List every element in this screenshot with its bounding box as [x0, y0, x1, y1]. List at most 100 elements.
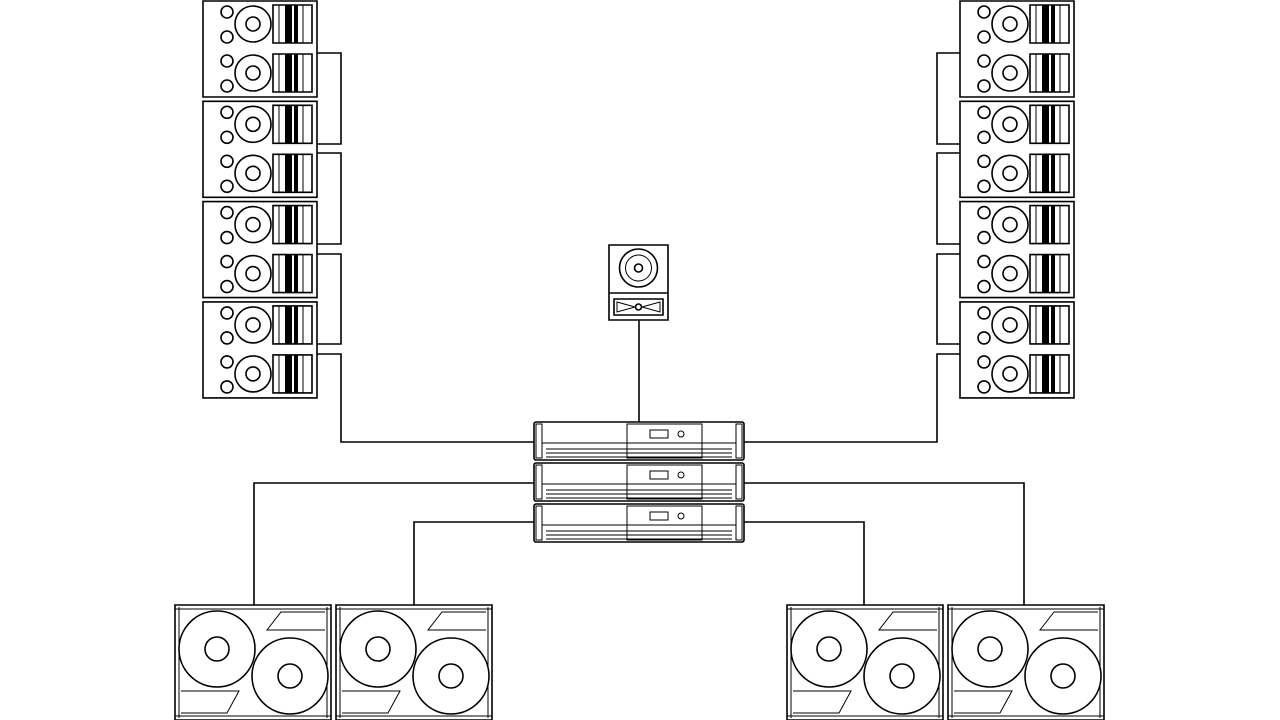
- small-driver-icon: [978, 180, 990, 192]
- small-driver-icon: [978, 356, 990, 368]
- sub-port-icon: [342, 691, 400, 713]
- sub-woofer-cap-icon: [978, 637, 1002, 661]
- horn-slot-icon: [1051, 105, 1055, 144]
- small-driver-icon: [221, 55, 233, 67]
- cable-11: [743, 483, 1024, 605]
- sub-woofer-cap-icon: [278, 664, 302, 688]
- sub-port-icon: [954, 691, 1012, 713]
- horn-slot-icon: [294, 205, 298, 244]
- horn-slot-icon: [294, 5, 298, 43]
- amp-chassis: [534, 463, 744, 501]
- center-woofer-ring-icon: [626, 255, 652, 281]
- small-driver-icon: [978, 55, 990, 67]
- horn-slot-icon: [1042, 305, 1049, 344]
- driver-row-1: [221, 5, 312, 43]
- cable-4: [316, 354, 537, 442]
- horn-slot-icon: [1051, 305, 1055, 344]
- small-driver-icon: [221, 307, 233, 319]
- driver-row-1: [978, 206, 1069, 244]
- driver-row-1: [221, 306, 312, 344]
- small-driver-icon: [978, 106, 990, 118]
- sub-port-icon: [1040, 612, 1098, 630]
- horn-slot-icon: [285, 5, 292, 43]
- amp-front-panel: [627, 424, 702, 458]
- horn-slot-icon: [294, 54, 298, 92]
- small-driver-icon: [978, 281, 990, 293]
- horn-slot-icon: [1042, 205, 1049, 244]
- line-array-left-cabinet-3: [203, 202, 317, 298]
- horn-slot-icon: [1051, 154, 1055, 193]
- cable-7: [937, 254, 960, 344]
- sub-port-icon: [428, 612, 486, 630]
- small-driver-icon: [221, 155, 233, 167]
- woofer-cap-icon: [246, 318, 260, 332]
- small-driver-icon: [978, 31, 990, 43]
- horn-slot-icon: [1051, 5, 1055, 43]
- subwoofer-3: [787, 605, 943, 720]
- driver-row-2: [221, 255, 312, 293]
- small-driver-icon: [221, 281, 233, 293]
- cable-6: [937, 153, 960, 244]
- subwoofer-group: [175, 605, 1104, 720]
- amp-rack-ear: [736, 424, 742, 458]
- line-array-right-cabinet-1: [960, 1, 1074, 97]
- woofer-cap-icon: [1003, 218, 1017, 232]
- horn-slot-icon: [1042, 105, 1049, 144]
- horn-slot-icon: [1051, 54, 1055, 92]
- small-driver-icon: [221, 332, 233, 344]
- horn-slot-icon: [285, 354, 292, 393]
- sub-woofer-cap-icon: [1051, 664, 1075, 688]
- amp-rack-ear: [536, 465, 542, 499]
- line-array-left: [203, 1, 317, 398]
- center-woofer-cap-icon: [635, 264, 643, 272]
- woofer-cap-icon: [1003, 367, 1017, 381]
- horn-slot-icon: [285, 154, 292, 193]
- small-driver-icon: [978, 256, 990, 268]
- amp-rack-ear: [736, 465, 742, 499]
- amp-front-panel: [627, 465, 702, 499]
- amplifier-1: [534, 422, 744, 460]
- center-horn-shape: [617, 302, 660, 312]
- sub-woofer-cap-icon: [205, 637, 229, 661]
- line-array-left-cabinet-2: [203, 101, 317, 197]
- horn-slot-icon: [285, 105, 292, 144]
- small-driver-icon: [221, 256, 233, 268]
- line-array-right-cabinet-2: [960, 101, 1074, 197]
- horn-slot-icon: [294, 254, 298, 293]
- small-driver-icon: [978, 232, 990, 244]
- line-array-right-cabinet-3: [960, 202, 1074, 298]
- driver-row-1: [221, 105, 312, 143]
- driver-row-2: [978, 154, 1069, 192]
- woofer-cap-icon: [246, 267, 260, 281]
- horn-slot-icon: [1042, 154, 1049, 193]
- woofer-cap-icon: [1003, 166, 1017, 180]
- small-driver-icon: [221, 232, 233, 244]
- small-driver-icon: [978, 155, 990, 167]
- small-driver-icon: [221, 80, 233, 92]
- small-driver-icon: [221, 131, 233, 143]
- woofer-cap-icon: [246, 66, 260, 80]
- cable-10: [254, 483, 537, 605]
- woofer-cap-icon: [246, 117, 260, 131]
- driver-row-2: [978, 255, 1069, 293]
- amplifier-3: [534, 504, 744, 542]
- woofer-cap-icon: [1003, 66, 1017, 80]
- line-array-left-cabinet-4: [203, 302, 317, 398]
- subwoofer-2: [336, 605, 492, 720]
- amp-chassis: [534, 422, 744, 460]
- amp-rack-ear: [536, 506, 542, 540]
- line-array-right-cabinet-4: [960, 302, 1074, 398]
- driver-row-2: [221, 54, 312, 92]
- amp-knob-icon: [678, 472, 684, 478]
- driver-row-1: [978, 105, 1069, 143]
- amplifier-rack: [534, 422, 744, 542]
- cable-12: [414, 522, 537, 605]
- line-array-right: [960, 1, 1074, 398]
- woofer-cap-icon: [246, 166, 260, 180]
- horn-slot-icon: [285, 254, 292, 293]
- small-driver-icon: [978, 332, 990, 344]
- woofer-cap-icon: [246, 218, 260, 232]
- driver-row-2: [221, 154, 312, 192]
- horn-slot-icon: [1042, 354, 1049, 393]
- small-driver-icon: [221, 207, 233, 219]
